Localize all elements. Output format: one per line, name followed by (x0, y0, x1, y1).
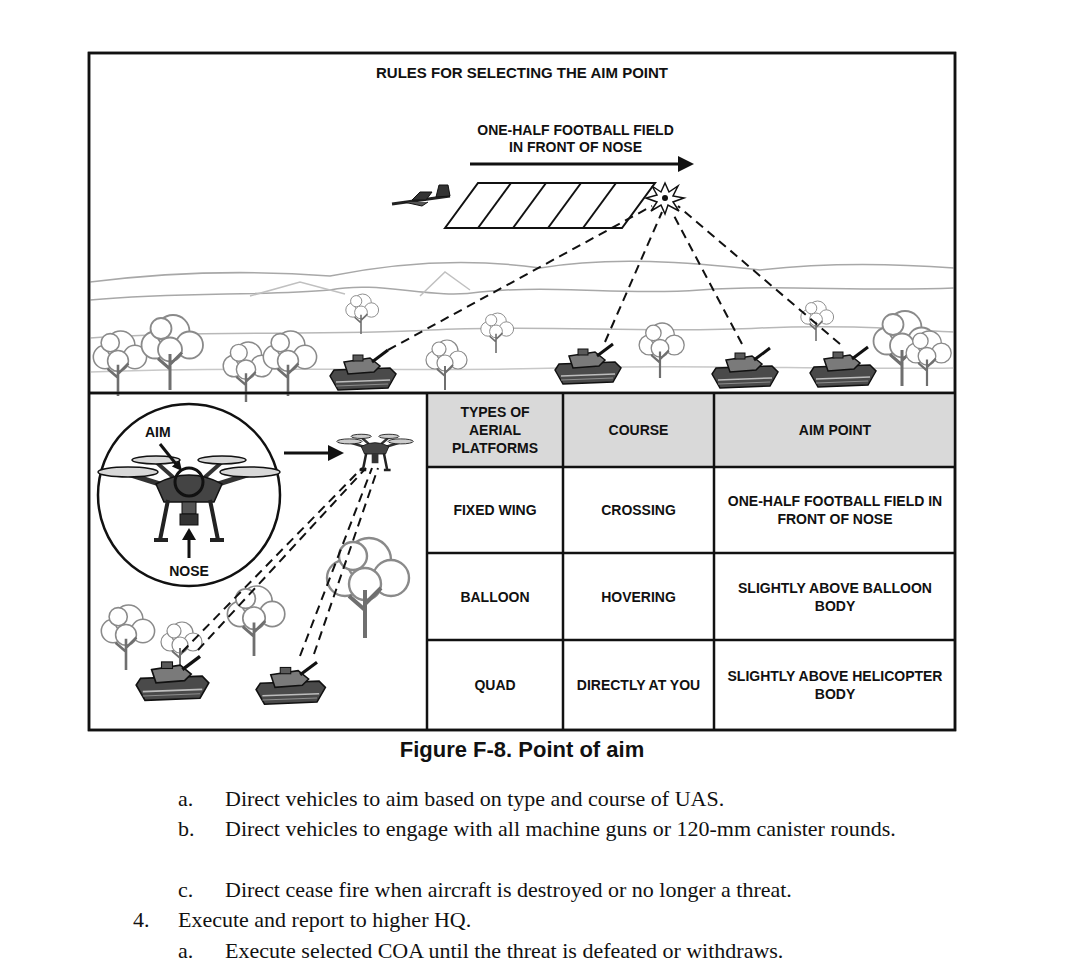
table-cell-text: ONE-HALF FOOTBALL FIELD IN FRONT OF NOSE (723, 492, 948, 528)
table-cell-text: FIXED WING (453, 501, 536, 519)
inset-circle (96, 402, 282, 588)
table-cell: COURSE (563, 393, 714, 467)
direction-arrow (470, 156, 694, 172)
nose-label: NOSE (159, 563, 219, 579)
body-text: Direct vehicles to engage with all machi… (225, 814, 925, 844)
table-cell: ONE-HALF FOOTBALL FIELD IN FRONT OF NOSE (714, 467, 956, 553)
body-text: Direct cease fire when aircraft is destr… (225, 875, 1015, 905)
table-cell-text: TYPES OF AERIAL PLATFORMS (439, 403, 551, 457)
table-cell-text: AIM POINT (799, 421, 871, 439)
table-cell: AIM POINT (714, 393, 956, 467)
table-cell-text: BALLOON (460, 588, 529, 606)
table-cell-text: COURSE (609, 421, 669, 439)
table-cell: SLIGHTLY ABOVE HELICOPTER BODY (714, 640, 956, 730)
aim-point-table (89, 53, 955, 730)
lead-zone-hatch (445, 183, 655, 228)
table-cell: FIXED WING (427, 467, 563, 553)
figure-caption: Figure F-8. Point of aim (88, 736, 956, 764)
table-cell-text: DIRECTLY AT YOU (577, 676, 700, 694)
table-cell: BALLOON (427, 553, 563, 640)
body-text: Direct vehicles to aim based on type and… (225, 784, 1015, 814)
table-cell-text: HOVERING (601, 588, 676, 606)
table-cell-text: SLIGHTLY ABOVE HELICOPTER BODY (723, 667, 948, 703)
callout-arrow (284, 445, 344, 461)
arrow-label: ONE-HALF FOOTBALL FIELD IN FRONT OF NOSE (473, 122, 678, 156)
table-cell: SLIGHTLY ABOVE BALLOON BODY (714, 553, 956, 640)
table-cell-text: SLIGHTLY ABOVE BALLOON BODY (723, 579, 948, 615)
fire-lines (388, 206, 840, 350)
table-cell: CROSSING (563, 467, 714, 553)
tanks-lower (136, 656, 325, 704)
tanks (330, 344, 876, 390)
table-cell-text: CROSSING (601, 501, 676, 519)
body-text: Execute and report to higher HQ. (178, 905, 978, 935)
quad-uas (337, 434, 413, 470)
table-cell-text: QUAD (474, 676, 515, 694)
table-cell: HOVERING (563, 553, 714, 640)
list-marker: a. (178, 784, 193, 814)
list-marker: a. (178, 936, 193, 966)
figure-title: RULES FOR SELECTING THE AIM POINT (88, 64, 956, 81)
trees (93, 294, 951, 402)
aim-label: AIM (145, 424, 189, 440)
list-marker: 4. (133, 905, 150, 935)
list-marker: b. (178, 814, 195, 844)
table-cell: QUAD (427, 640, 563, 730)
body-text: Execute selected COA until the threat is… (225, 936, 1015, 966)
inset-callout-circle: AIM NOSE (96, 402, 282, 588)
list-marker: c. (178, 875, 193, 905)
burst (646, 183, 684, 214)
figure-frame (89, 53, 955, 730)
table-cell: DIRECTLY AT YOU (563, 640, 714, 730)
table-cell: TYPES OF AERIAL PLATFORMS (427, 393, 563, 467)
fixed-wing-uas (392, 185, 450, 206)
